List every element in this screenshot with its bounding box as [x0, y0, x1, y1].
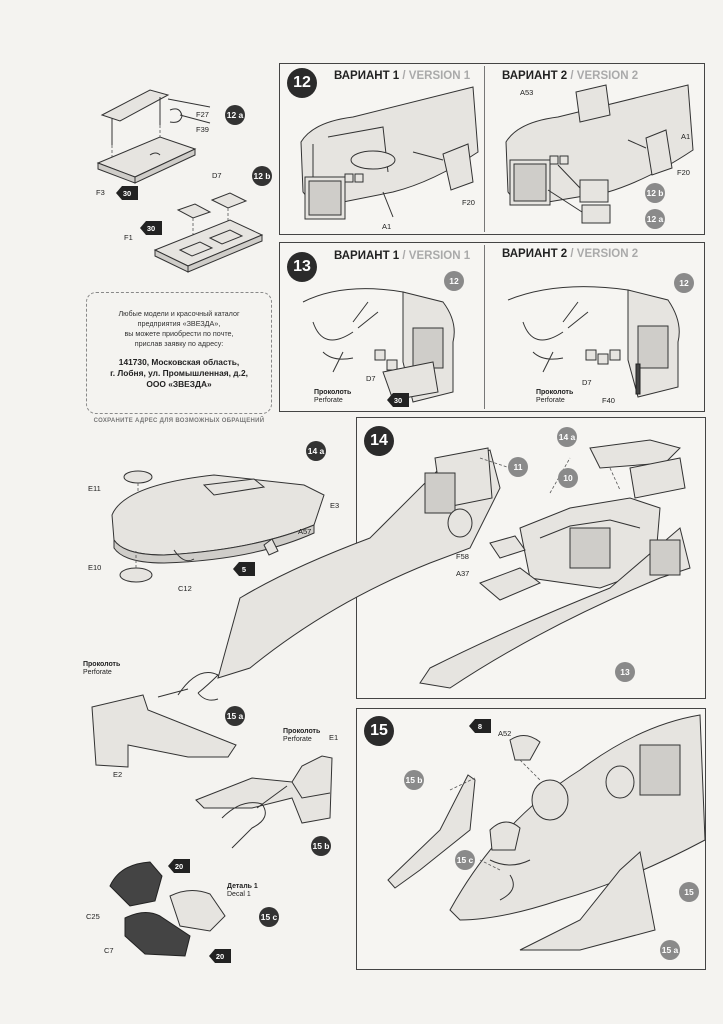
- address-info-box: Любые модели и красочный каталог предпри…: [86, 292, 272, 414]
- step-12-v1-drawing: [300, 86, 479, 220]
- step-13-label-f40: F40: [602, 396, 615, 405]
- step-12-ref-12b: 12 b: [645, 183, 665, 203]
- step-12-variant-2-heading: ВАРИАНТ 2 / VERSION 2: [502, 70, 639, 82]
- step-13-variant-1-heading: ВАРИАНТ 1 / VERSION 1: [334, 250, 471, 262]
- badge-14a: 14 a: [306, 441, 326, 461]
- star-badge-15c-bottom: 20: [209, 949, 231, 963]
- label-c7: C7: [104, 946, 114, 955]
- step-15-ref-15: 15: [679, 882, 699, 902]
- step-13-number: 13: [287, 252, 317, 282]
- badge-15c: 15 c: [259, 907, 279, 927]
- step-13-label-d7-v2: D7: [582, 378, 592, 387]
- sub15b-drawing: [195, 755, 333, 849]
- address-line-2: г. Лобня, ул. Промышленная, д.2,: [110, 368, 248, 378]
- label-d7: D7: [212, 171, 222, 180]
- step-15-label-a52: A52: [498, 729, 512, 738]
- step-15-number: 15: [364, 716, 394, 746]
- label-a57: A57: [298, 527, 312, 536]
- step-12-variant-1-heading: ВАРИАНТ 1 / VERSION 1: [334, 70, 471, 82]
- star-badge-15c-top: 20: [168, 859, 190, 873]
- info-line-1: Любые модели и красочный каталог: [118, 309, 240, 318]
- step-15-ref-15c: 15 c: [455, 850, 475, 870]
- step-13-ref-12-v2: 12: [674, 273, 694, 293]
- badge-15b: 15 b: [311, 836, 331, 856]
- info-line-4: прислав заявку по адресу:: [134, 339, 224, 348]
- address-line-1: 141730, Московская область,: [118, 357, 240, 367]
- step-12-label-a1-v1: A1: [382, 222, 392, 231]
- step-14-ref-11: 11: [508, 457, 528, 477]
- step-14-label-f58: F58: [456, 552, 469, 561]
- step-13-divider: [484, 245, 485, 409]
- sub15a-drawing: [91, 672, 237, 768]
- badge-12b: 12 b: [252, 166, 272, 186]
- step-12-label-f20-v2: F20: [677, 168, 690, 177]
- label-e10: E10: [88, 563, 102, 572]
- address-line-3: ООО «ЗВЕЗДА»: [146, 379, 212, 389]
- step-12-label-a1-v2: A1: [681, 132, 691, 141]
- label-f1: F1: [124, 233, 133, 242]
- sub12b-drawing: [153, 192, 264, 273]
- step-15-ref-15b: 15 b: [404, 770, 424, 790]
- step-15-drawing: [387, 714, 706, 951]
- info-line-2: предприятия «ЗВЕЗДА»,: [137, 319, 221, 328]
- step-13-label-d7-v1: D7: [366, 374, 376, 383]
- star-badge-12a: 30: [116, 186, 138, 200]
- label-c25: C25: [86, 912, 100, 921]
- info-line-3: вы можете приобрести по почте,: [124, 329, 234, 338]
- label-f27: F27: [196, 110, 209, 119]
- keep-address-note: СОХРАНИТЕ АДРЕС ДЛЯ ВОЗМОЖНЫХ ОБРАЩЕНИЙ: [93, 418, 265, 424]
- label-e1: E1: [329, 733, 339, 742]
- step-12-label-f20-v1: F20: [462, 198, 475, 207]
- sub15c-drawing: [109, 861, 226, 957]
- step-14-number: 14: [364, 426, 394, 456]
- step-14-drawing: [217, 439, 691, 689]
- step-13-star-badge: 30: [387, 393, 409, 407]
- label-e11: E11: [88, 484, 101, 493]
- star-badge-12b: 30: [140, 221, 162, 235]
- sub14a-drawing: [111, 470, 325, 583]
- badge-12a: 12 a: [225, 105, 245, 125]
- step-12-ref-12a: 12 a: [645, 209, 665, 229]
- star-badge-14a: 5: [233, 562, 255, 576]
- step-15-ref-15a: 15 a: [660, 940, 680, 960]
- label-f39: F39: [196, 125, 209, 134]
- step-14-ref-10: 10: [558, 468, 578, 488]
- step-12-v2-drawing: [505, 84, 694, 224]
- step-12-label-a53: A53: [520, 88, 534, 97]
- step-13-variant-2-heading: ВАРИАНТ 2 / VERSION 2: [502, 248, 639, 260]
- label-e3: E3: [330, 501, 340, 510]
- step-12-divider: [484, 66, 485, 232]
- step-13-v2-drawing: [507, 286, 680, 398]
- badge-15a: 15 a: [225, 706, 245, 726]
- step-14-ref-13: 13: [615, 662, 635, 682]
- step-13-ref-12-v1: 12: [444, 271, 464, 291]
- step-13-v1-drawing: [302, 288, 455, 403]
- step-15-star-badge: 8: [469, 719, 491, 733]
- step-12-number: 12: [287, 68, 317, 98]
- label-e2: E2: [113, 770, 123, 779]
- step-14-label-a37: A37: [456, 569, 470, 578]
- label-c12: C12: [178, 584, 192, 593]
- label-f3: F3: [96, 188, 105, 197]
- sub12a-drawing: [96, 89, 211, 184]
- step-14-ref-14a: 14 a: [557, 427, 577, 447]
